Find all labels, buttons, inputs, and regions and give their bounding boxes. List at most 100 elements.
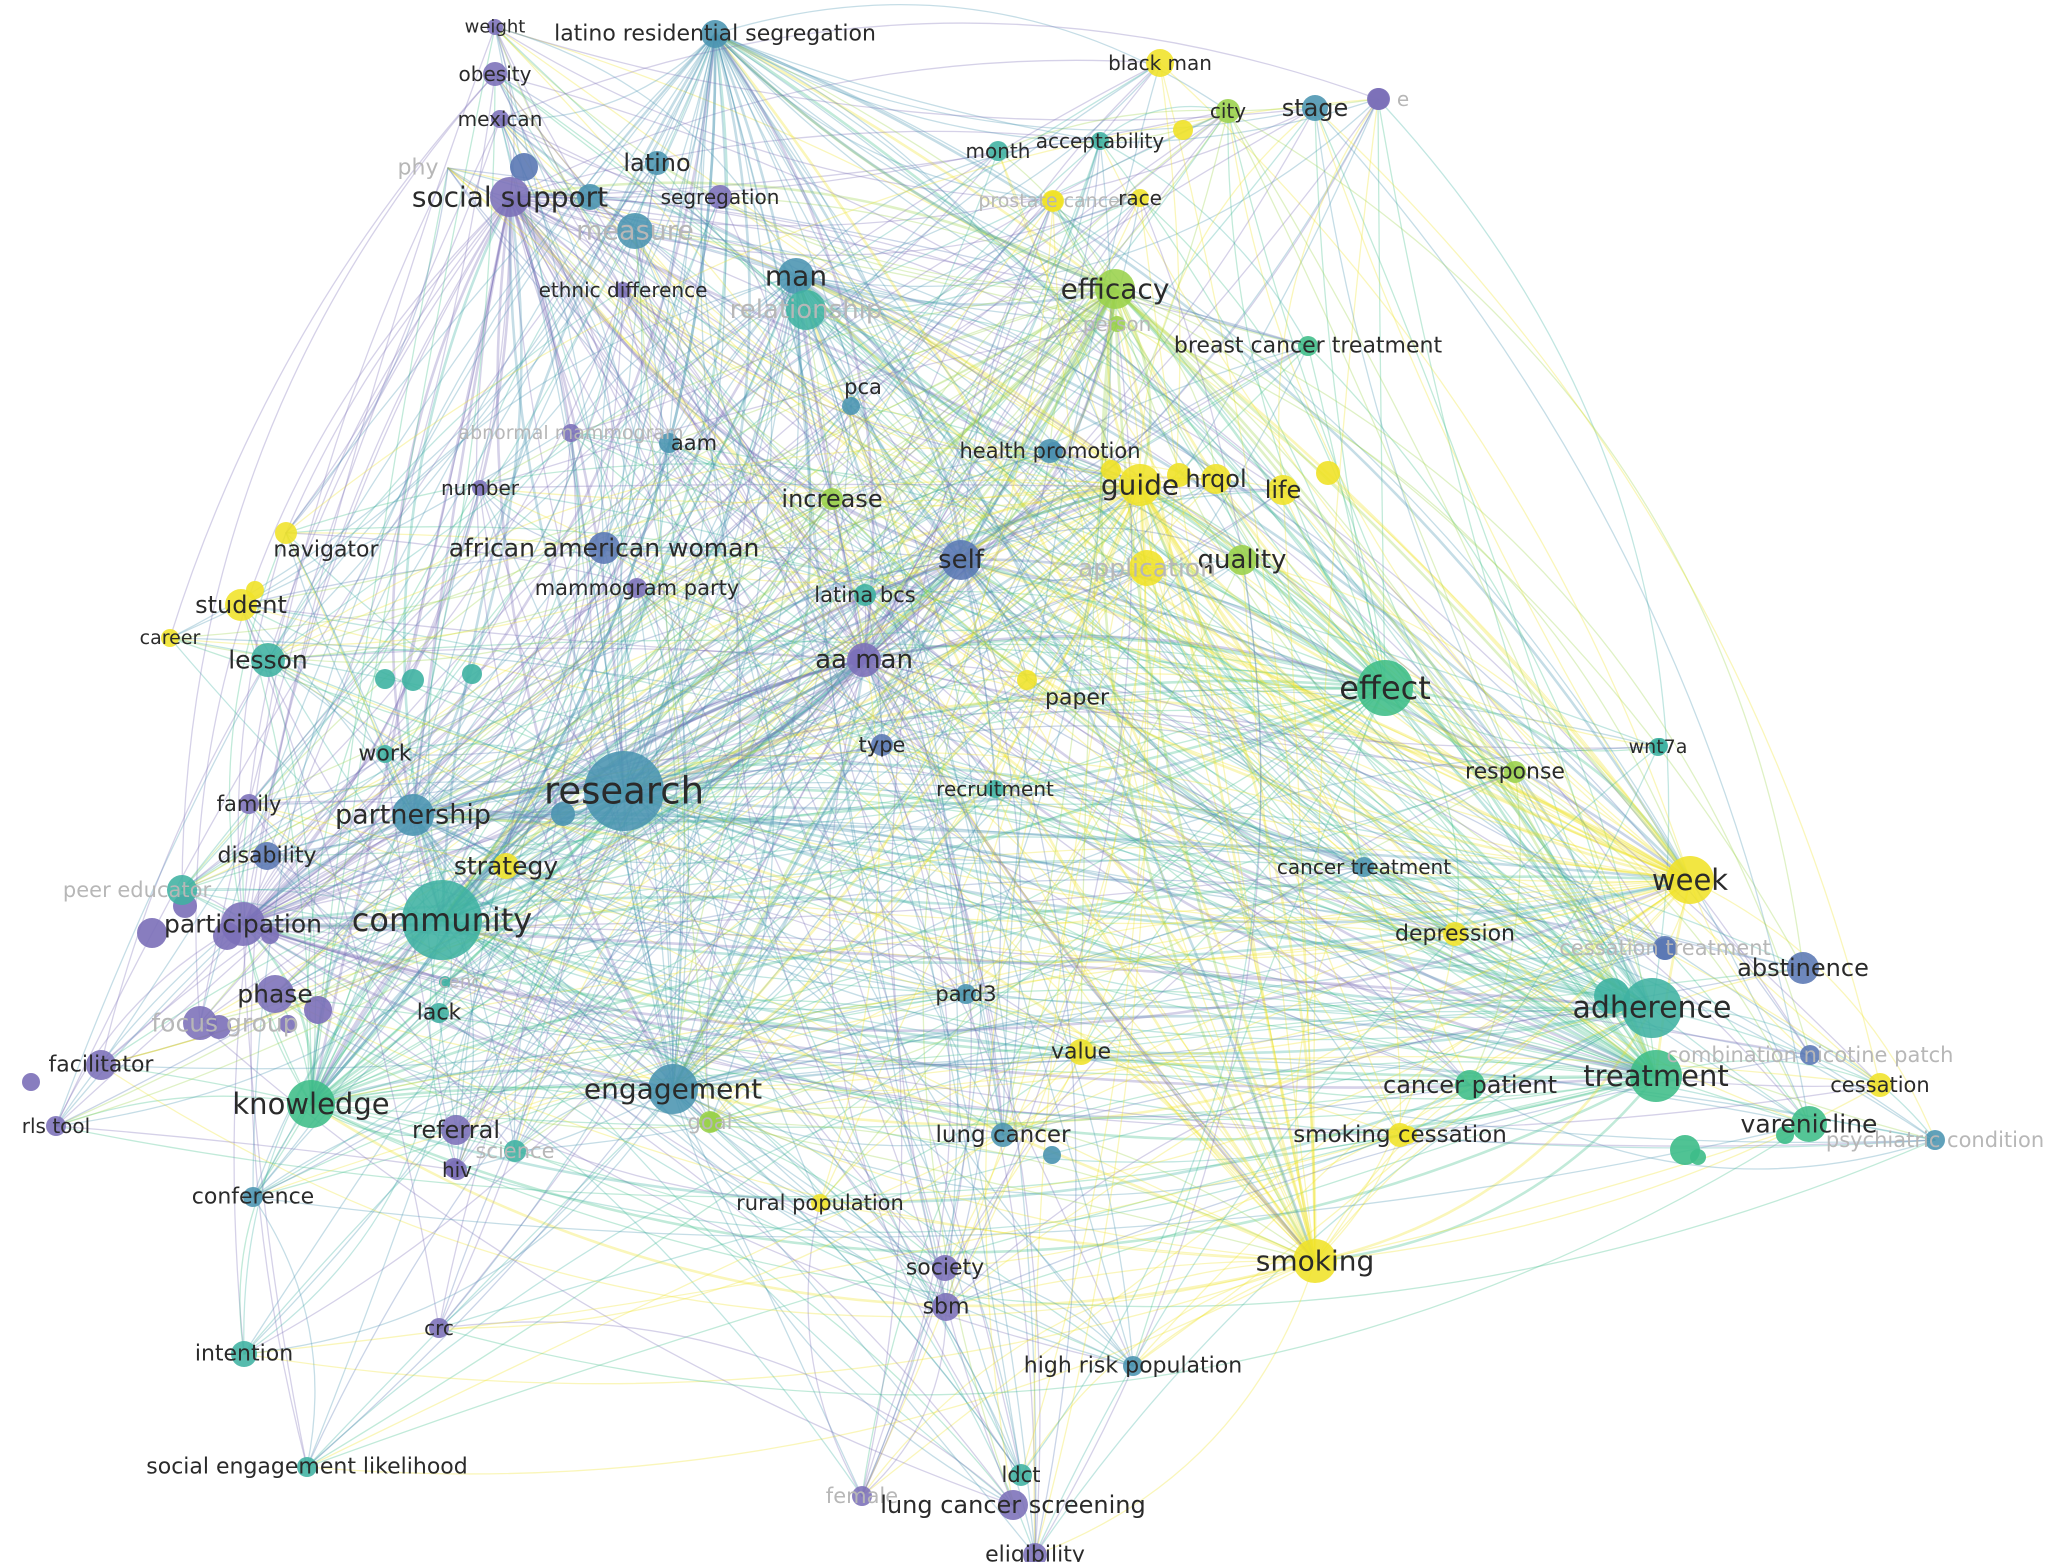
label-segregation[interactable]: segregation bbox=[661, 185, 780, 209]
node-cessation[interactable] bbox=[1868, 1073, 1892, 1097]
node-engagement[interactable] bbox=[648, 1064, 698, 1114]
node-abnormal[interactable] bbox=[562, 424, 580, 442]
label-work[interactable]: work bbox=[358, 742, 411, 767]
label-cancer-patient[interactable]: cancer patient bbox=[1383, 1071, 1557, 1099]
label-goal[interactable]: goal bbox=[688, 1110, 733, 1134]
node-dot-facilitator[interactable] bbox=[22, 1073, 40, 1091]
node-latina-bcs[interactable] bbox=[854, 584, 876, 606]
node-lack[interactable] bbox=[429, 1003, 449, 1023]
node-work[interactable] bbox=[376, 745, 394, 763]
label-paper[interactable]: paper bbox=[1045, 686, 1110, 711]
node-effect[interactable] bbox=[1357, 660, 1413, 716]
label-phy[interactable]: phy bbox=[398, 156, 439, 181]
node-dot-phy[interactable] bbox=[510, 153, 538, 181]
node-man[interactable] bbox=[778, 258, 814, 294]
node-dot-participation[interactable] bbox=[261, 926, 279, 944]
node-pard3[interactable] bbox=[956, 984, 976, 1004]
label-family[interactable]: family bbox=[217, 792, 282, 816]
node-career[interactable] bbox=[161, 629, 179, 647]
label-breast-tx[interactable]: breast cancer treatment bbox=[1174, 334, 1443, 359]
label-high-risk[interactable]: high risk population bbox=[1024, 1354, 1242, 1379]
node-guide[interactable] bbox=[1119, 464, 1161, 506]
node-partnership[interactable] bbox=[392, 794, 434, 836]
label-lack[interactable]: lack bbox=[417, 1001, 462, 1026]
node-stage[interactable] bbox=[1302, 95, 1328, 121]
node-strategy[interactable] bbox=[493, 853, 519, 879]
label-efficacy[interactable]: efficacy bbox=[1061, 273, 1170, 306]
label-pard3[interactable]: pard3 bbox=[935, 982, 996, 1006]
node-female[interactable] bbox=[852, 1486, 872, 1506]
label-intention[interactable]: intention bbox=[195, 1342, 293, 1367]
node-referral[interactable] bbox=[441, 1115, 471, 1145]
node-lung-cancer[interactable] bbox=[991, 1123, 1015, 1147]
node-treatment[interactable] bbox=[1630, 1050, 1682, 1102]
label-weight[interactable]: weight bbox=[465, 17, 526, 38]
label-person[interactable]: person bbox=[1083, 312, 1152, 336]
label-cancer-tx[interactable]: cancer treatment bbox=[1277, 855, 1451, 879]
node-aam[interactable] bbox=[659, 433, 679, 453]
node-cancer-patient[interactable] bbox=[1455, 1070, 1485, 1100]
node-conference[interactable] bbox=[243, 1187, 263, 1207]
label-application[interactable]: application bbox=[1078, 554, 1216, 583]
node-health-promo[interactable] bbox=[1038, 439, 1062, 463]
node-hrqol[interactable] bbox=[1201, 464, 1231, 494]
node-paper[interactable] bbox=[1017, 670, 1037, 690]
label-participation[interactable]: participation bbox=[164, 910, 322, 939]
node-value[interactable] bbox=[1068, 1039, 1094, 1065]
label-type[interactable]: type bbox=[859, 733, 906, 757]
node-smoking-cessation[interactable] bbox=[1388, 1123, 1412, 1147]
label-week[interactable]: week bbox=[1652, 863, 1728, 897]
node-relationship[interactable] bbox=[786, 290, 826, 330]
label-partnership[interactable]: partnership bbox=[335, 800, 491, 831]
label-adherence[interactable]: adherence bbox=[1573, 991, 1732, 1026]
label-month[interactable]: month bbox=[966, 139, 1031, 163]
label-measure[interactable]: measure bbox=[576, 216, 694, 247]
node-person[interactable] bbox=[1109, 316, 1125, 332]
node-community[interactable] bbox=[402, 880, 482, 960]
node-dot-race[interactable] bbox=[1173, 120, 1193, 140]
label-stage[interactable]: stage bbox=[1282, 94, 1349, 122]
node-mexican[interactable] bbox=[491, 110, 509, 128]
node-dot-guide[interactable] bbox=[1167, 463, 1191, 487]
label-cenc[interactable]: cenc bbox=[439, 972, 481, 993]
node-phase[interactable] bbox=[256, 975, 294, 1013]
label-community[interactable]: community bbox=[352, 901, 532, 939]
label-self[interactable]: self bbox=[938, 545, 985, 575]
label-relationship[interactable]: relationship bbox=[730, 295, 883, 325]
label-smoking-cessation[interactable]: smoking cessation bbox=[1293, 1122, 1507, 1148]
node-lung-screening[interactable] bbox=[998, 1490, 1028, 1520]
label-focus-group[interactable]: focus group bbox=[151, 1009, 298, 1038]
node-participation[interactable] bbox=[221, 902, 265, 946]
label-mammo-party[interactable]: mammogram party bbox=[535, 576, 740, 600]
label-hiv[interactable]: hiv bbox=[442, 1158, 472, 1182]
node-dot-life[interactable] bbox=[1316, 461, 1340, 485]
label-social-engagement[interactable]: social engagement likelihood bbox=[146, 1455, 467, 1480]
node-dot-adherence[interactable] bbox=[1594, 978, 1630, 1014]
label-phase[interactable]: phase bbox=[237, 980, 312, 1009]
node-knowledge[interactable] bbox=[287, 1080, 335, 1128]
label-recruitment[interactable]: recruitment bbox=[936, 777, 1054, 801]
node-sbm[interactable] bbox=[932, 1293, 960, 1321]
node-self[interactable] bbox=[941, 540, 981, 580]
node-cenc[interactable] bbox=[439, 976, 451, 988]
label-prostate[interactable]: prostate cancer bbox=[978, 190, 1128, 212]
node-city[interactable] bbox=[1216, 99, 1240, 123]
label-peer-educator[interactable]: peer educator bbox=[63, 878, 212, 902]
node-breast-tx[interactable] bbox=[1298, 336, 1318, 356]
label-rls-tool[interactable]: rls tool bbox=[22, 1114, 90, 1138]
label-smoking[interactable]: smoking bbox=[1256, 1245, 1375, 1278]
label-black-man[interactable]: black man bbox=[1108, 51, 1212, 75]
label-society[interactable]: society bbox=[906, 1256, 984, 1281]
label-effect[interactable]: effect bbox=[1339, 669, 1431, 707]
label-navigator[interactable]: navigator bbox=[273, 538, 379, 563]
node-recruitment[interactable] bbox=[986, 780, 1004, 798]
node-adherence[interactable] bbox=[1622, 978, 1682, 1038]
label-hrqol[interactable]: hrqol bbox=[1185, 465, 1246, 493]
node-number[interactable] bbox=[472, 480, 488, 496]
label-obesity[interactable]: obesity bbox=[459, 62, 532, 86]
node-efficacy[interactable] bbox=[1095, 269, 1135, 309]
label-mexican[interactable]: mexican bbox=[458, 107, 543, 131]
node-month[interactable] bbox=[988, 141, 1008, 161]
label-cessation-tx[interactable]: cessation treatment bbox=[1559, 936, 1770, 960]
node-dot-lesson[interactable] bbox=[375, 669, 395, 689]
